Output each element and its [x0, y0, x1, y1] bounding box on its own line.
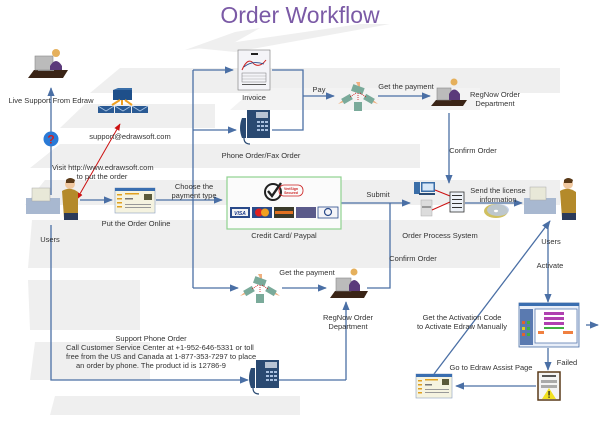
- regnow-top-line1: RegNow Order: [469, 90, 521, 99]
- activate-label: Activate: [536, 261, 564, 270]
- money-hands-icon[interactable]: [338, 82, 378, 111]
- failed-label: Failed: [556, 358, 578, 367]
- order-online-label: Put the Order Online: [101, 219, 171, 228]
- user-at-computer-icon[interactable]: [26, 178, 78, 220]
- send-license-line2: information: [479, 195, 517, 204]
- web-page-icon[interactable]: [114, 187, 156, 214]
- money-hands-icon-bottom[interactable]: [240, 274, 280, 303]
- invoice-icon[interactable]: [237, 49, 271, 91]
- pay-label: Pay: [312, 85, 326, 94]
- question-mark-icon[interactable]: ?: [43, 131, 59, 147]
- email-label: support@edrawsoft.com: [89, 132, 171, 141]
- regnow-agent-icon-bottom[interactable]: [330, 268, 368, 299]
- order-process-label: Order Process System: [402, 231, 478, 240]
- activation-code-line1: Get the Activation Code: [422, 313, 502, 322]
- cd-disc-icon: [484, 204, 509, 218]
- visit-note-line1: Visit http://www.edrawsoft.com: [52, 163, 154, 172]
- users-right-label: Users: [541, 237, 561, 246]
- submit-label: Submit: [366, 190, 390, 199]
- get-payment-bottom-label: Get the payment: [279, 268, 335, 277]
- assist-web-page-icon[interactable]: [415, 373, 453, 399]
- regnow-bottom-line2: Department: [328, 322, 368, 331]
- warning-document-icon[interactable]: [537, 371, 561, 401]
- get-payment-top-label: Get the payment: [378, 82, 434, 91]
- visit-note-line2: to put the order: [76, 172, 128, 181]
- choose-payment-line1: Choose the: [174, 182, 214, 191]
- payment-cards-icon[interactable]: VeriSign Secured VISA: [226, 176, 342, 230]
- users-left-label: Users: [40, 235, 60, 244]
- support-phone-line3: an order by phone. The product id is 127…: [76, 361, 226, 370]
- regnow-top-line2: Department: [475, 99, 515, 108]
- confirm-order-bottom-label: Confirm Order: [389, 254, 437, 263]
- send-license-line1: Send the license: [470, 186, 526, 195]
- live-support-label: Live Support From Edraw: [8, 96, 94, 105]
- support-phone-line1: Call Customer Service Center at +1-952-6…: [66, 343, 254, 352]
- live-support-agent-icon[interactable]: [28, 49, 68, 78]
- software-window-icon[interactable]: [518, 302, 580, 348]
- invoice-label: Invoice: [242, 93, 266, 102]
- credit-card-label: Credit Card/ Paypal: [251, 231, 317, 240]
- regnow-agent-icon[interactable]: [431, 78, 467, 107]
- assist-page-label: Go to Edraw Assist Page: [449, 363, 533, 372]
- telephone-icon[interactable]: [240, 110, 270, 145]
- choose-payment-line2: payment type: [171, 191, 217, 200]
- user-at-computer-icon-right[interactable]: [524, 178, 576, 220]
- svg-text:VeriSign: VeriSign: [284, 187, 298, 191]
- svg-text:?: ?: [47, 133, 54, 147]
- email-distribution-icon[interactable]: [97, 88, 149, 113]
- confirm-order-top-label: Confirm Order: [449, 146, 497, 155]
- activation-code-line2: to Activate Edraw Manually: [416, 322, 508, 331]
- page-title: Order Workflow: [220, 2, 380, 28]
- background-stripes: [25, 24, 560, 415]
- phone-fax-label: Phone Order/Fax Order: [221, 151, 301, 160]
- support-phone-title: Support Phone Order: [115, 334, 187, 343]
- server-system-icon[interactable]: [414, 182, 465, 217]
- support-phone-line2: free from the US and Canada at 1-877-353…: [66, 352, 257, 361]
- red-connectors: [76, 123, 121, 200]
- regnow-bottom-line1: RegNow Order: [322, 313, 374, 322]
- telephone-icon-bottom[interactable]: [249, 360, 279, 395]
- svg-text:Secured: Secured: [284, 191, 298, 195]
- svg-text:VISA: VISA: [234, 211, 246, 217]
